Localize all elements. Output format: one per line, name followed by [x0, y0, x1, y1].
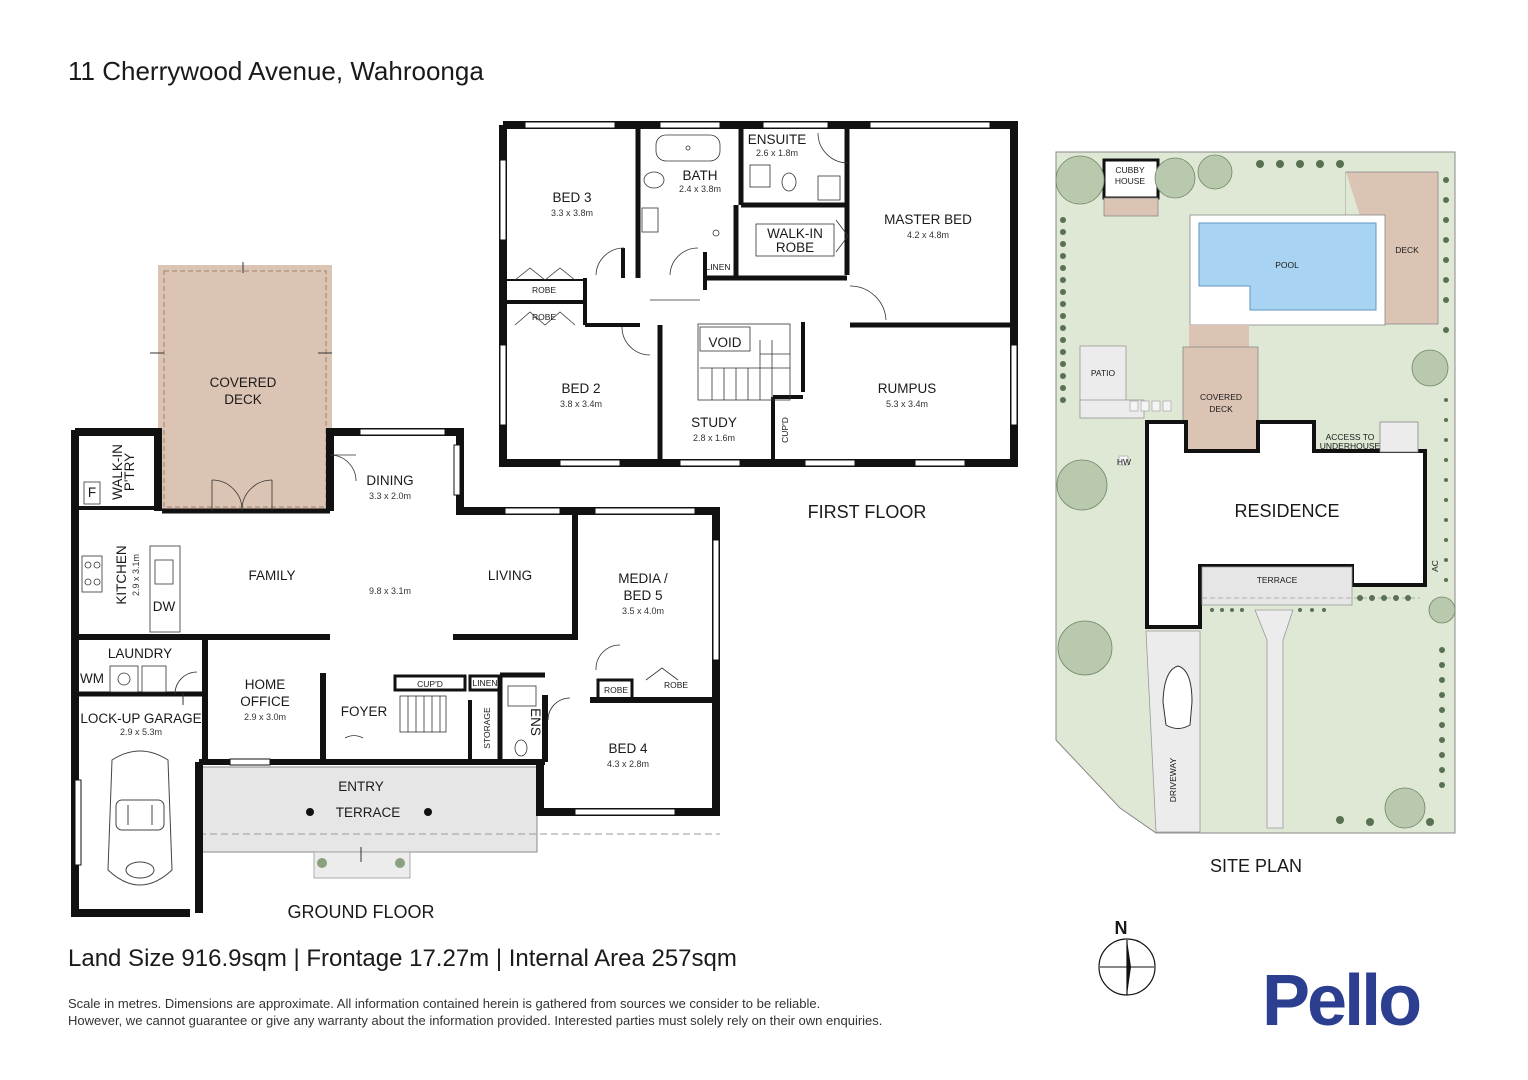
gf-garage-dims: 2.9 x 5.3m	[120, 727, 162, 737]
site-plan-drawing	[1055, 151, 1456, 834]
gf-living-dims: 9.8 x 3.1m	[369, 586, 411, 596]
site-cubby-label-1: CUBBY	[1115, 165, 1145, 175]
car-icon	[107, 750, 173, 886]
compass-north-label: N	[1115, 918, 1128, 938]
property-title: 11 Cherrywood Avenue, Wahroonga	[68, 56, 484, 86]
site-hw-label: HW	[1117, 457, 1131, 467]
ff-study-label: STUDY	[691, 415, 737, 430]
ff-ensuite-label: ENSUITE	[748, 132, 807, 147]
ff-bed3-dims: 3.3 x 3.8m	[551, 208, 593, 218]
terrace-fill	[198, 766, 538, 853]
site-ac-label: AC	[1430, 560, 1440, 572]
ground-floor-title: GROUND FLOOR	[287, 902, 434, 922]
gf-kitchen-dims: 2.9 x 3.1m	[131, 554, 141, 596]
site-deck-label: DECK	[1395, 245, 1419, 255]
site-access-label-2: UNDERHOUSE	[1320, 441, 1381, 451]
site-covered-deck-label-1: COVERED	[1200, 392, 1242, 402]
ff-linen-label: LINEN	[705, 262, 730, 272]
ff-study-dims: 2.8 x 1.6m	[693, 433, 735, 443]
site-residence-label: RESIDENCE	[1234, 501, 1339, 521]
gf-dishwasher-label: DW	[153, 599, 176, 614]
ff-bed2-dims: 3.8 x 3.4m	[560, 399, 602, 409]
ff-walk-in-robe-label-2: ROBE	[776, 240, 814, 255]
first-floor-title: FIRST FLOOR	[808, 502, 927, 522]
ff-master-dims: 4.2 x 4.8m	[907, 230, 949, 240]
gf-ensuite-label: ENS	[528, 708, 543, 736]
site-patio-label: PATIO	[1091, 368, 1116, 378]
site-access-label-1: ACCESS TO	[1326, 432, 1375, 442]
covered-deck-fill	[158, 265, 332, 511]
ground-floor-plan	[71, 262, 720, 917]
gf-laundry-label: LAUNDRY	[108, 646, 172, 661]
gf-home-office-label-1: HOME	[245, 677, 286, 692]
ff-rumpus-label: RUMPUS	[878, 381, 937, 396]
ff-robe-label-2: ROBE	[532, 312, 556, 322]
site-plan-title: SITE PLAN	[1210, 856, 1302, 876]
gf-storage-label: STORAGE	[482, 707, 492, 749]
first-floor-plan	[499, 121, 1018, 467]
gf-terrace-label: TERRACE	[336, 805, 401, 820]
gf-covered-deck-label-1: COVERED	[210, 375, 277, 390]
site-cubby-label-2: HOUSE	[1115, 176, 1146, 186]
ff-bath-label: BATH	[682, 168, 717, 183]
gf-cupboard-label: CUP'D	[417, 679, 443, 689]
disclaimer-line: Scale in metres. Dimensions are approxim…	[68, 996, 821, 1011]
gf-home-office-dims: 2.9 x 3.0m	[244, 712, 286, 722]
gf-walk-in-pantry-label-1: WALK-IN	[110, 444, 125, 500]
gf-linen-label: LINEN	[472, 678, 497, 688]
gf-covered-deck-label-2: DECK	[224, 392, 262, 407]
disclaimer: Scale in metres. Dimensions are approxim…	[68, 995, 882, 1029]
gf-garage-label: LOCK-UP GARAGE	[80, 711, 201, 726]
property-summary: Land Size 916.9sqm | Frontage 17.27m | I…	[68, 945, 737, 972]
gf-fridge-label: F	[88, 485, 96, 500]
gf-robe-label-2: ROBE	[664, 680, 688, 690]
disclaimer-line: However, we cannot guarantee or give any…	[68, 1013, 883, 1028]
pool	[1198, 222, 1377, 311]
gf-foyer-label: FOYER	[341, 704, 388, 719]
ff-cupboard-label: CUP'D	[780, 417, 790, 443]
gf-wm-label: WM	[80, 671, 104, 686]
ff-bath-dims: 2.4 x 3.8m	[679, 184, 721, 194]
gf-media-label-2: BED 5	[623, 588, 662, 603]
ff-rumpus-dims: 5.3 x 3.4m	[886, 399, 928, 409]
gf-entry-label: ENTRY	[338, 779, 384, 794]
residence-footprint	[1145, 420, 1427, 629]
gf-living-label: LIVING	[488, 568, 532, 583]
ff-void-label: VOID	[708, 335, 741, 350]
gf-bed4-label: BED 4	[608, 741, 648, 756]
ff-bed3-label: BED 3	[552, 190, 591, 205]
pello-logo: Pello	[1262, 961, 1422, 1041]
gf-media-label-1: MEDIA /	[618, 571, 668, 586]
compass-icon	[1098, 938, 1156, 996]
gf-kitchen-label: KITCHEN	[114, 545, 129, 604]
gf-media-dims: 3.5 x 4.0m	[622, 606, 664, 616]
gf-bed4-dims: 4.3 x 2.8m	[607, 759, 649, 769]
ff-walk-in-robe-label-1: WALK-IN	[767, 226, 823, 241]
gf-home-office-label-2: OFFICE	[240, 694, 290, 709]
ff-ensuite-dims: 2.6 x 1.8m	[756, 148, 798, 158]
site-pool-label: POOL	[1275, 260, 1299, 270]
gf-walk-in-pantry-label-2: P'TRY	[122, 453, 137, 491]
gf-robe-label-1: ROBE	[604, 685, 628, 695]
ff-robe-label-1: ROBE	[532, 285, 556, 295]
site-covered-deck-label-2: DECK	[1209, 404, 1233, 414]
site-driveway-label: DRIVEWAY	[1168, 757, 1178, 802]
gf-dining-dims: 3.3 x 2.0m	[369, 491, 411, 501]
site-terrace-label: TERRACE	[1257, 575, 1298, 585]
ff-master-label: MASTER BED	[884, 212, 972, 227]
gf-family-label: FAMILY	[248, 568, 295, 583]
ff-bed2-label: BED 2	[561, 381, 600, 396]
gf-dining-label: DINING	[366, 473, 413, 488]
